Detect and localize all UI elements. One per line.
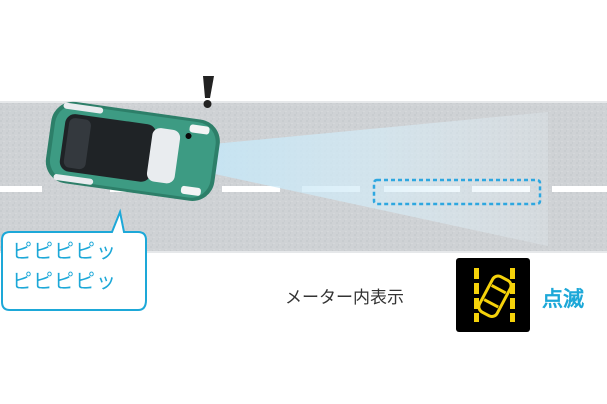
alert-sound-line-2: ピピピピッ [12,269,117,293]
speech-bubble-outline [1,208,147,311]
alert-sound-line-1: ピピピピッ [12,239,117,263]
detected-lane-line-highlight [372,178,542,206]
camera-detection-beam [150,112,548,246]
exclamation-icon [203,76,214,108]
lane-departure-warning-icon [456,258,530,332]
meter-display-label: メーター内表示 [285,288,404,308]
flashing-status: 点滅 [542,287,584,311]
alert-sound-bubble: ピピピピッ ピピピピッ [2,228,146,310]
car-top-view [45,101,220,201]
